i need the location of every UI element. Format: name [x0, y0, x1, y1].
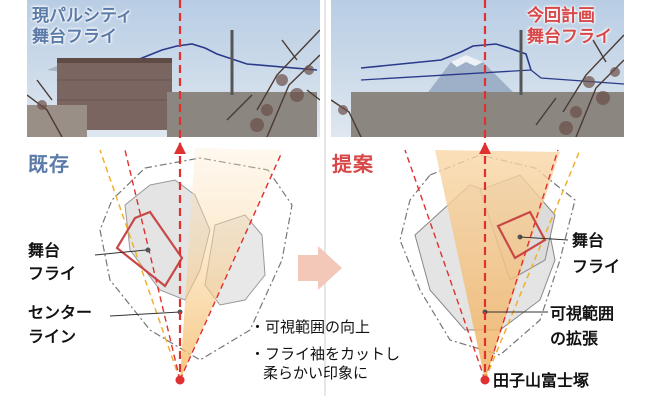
- visible-range-label-line1: 可視範囲: [550, 304, 615, 323]
- proposal-photo-label-line2: 舞台フライ: [527, 27, 612, 47]
- proposal-photo-label-line1: 今回計画: [527, 6, 595, 26]
- proposal-centerline-arrow: [479, 142, 491, 154]
- proposal-sightline-red-right: [484, 149, 559, 381]
- viewpoint-label: 田子山富士塚: [493, 371, 590, 390]
- proposal-sightline-red-left: [404, 149, 486, 381]
- proposal-section-title: 提案: [332, 152, 374, 176]
- existing-photo-label-line2: 舞台フライ: [32, 27, 117, 47]
- centerline-label-line2: ライン: [28, 327, 77, 346]
- proposal-sightline-yellow: [484, 149, 581, 381]
- proposal-view-photo: [331, 0, 624, 137]
- note-flyloft-cut-line1: ・フライ袖をカットし: [250, 345, 401, 363]
- existing-sightline-red-right: [179, 151, 283, 381]
- note-visibility: ・可視範囲の向上: [250, 318, 371, 336]
- existing-flyloft-label-line2: フライ: [28, 264, 77, 283]
- existing-photo-label-line1: 現パルシティ: [32, 6, 133, 26]
- proposal-view-cone: [435, 150, 560, 380]
- proposal-viewpoint: [480, 375, 490, 385]
- existing-flyloft-label-line1: 舞台: [28, 241, 61, 260]
- centerline-label-line1: センター: [28, 303, 93, 322]
- visible-range-label-line2: の拡張: [550, 329, 599, 348]
- transition-arrow: [298, 246, 342, 290]
- existing-viewpoint: [175, 375, 185, 385]
- proposal-flyloft-label-line1: 舞台: [572, 231, 605, 250]
- existing-plan: [94, 148, 293, 381]
- proposal-flyloft-label-line2: フライ: [572, 257, 621, 276]
- existing-section-title: 既存: [28, 152, 70, 176]
- proposal-flyloft: [496, 210, 547, 260]
- existing-centerline-arrow: [174, 142, 186, 154]
- existing-flyloft: [115, 210, 184, 288]
- existing-view-photo: [27, 0, 320, 137]
- proposal-plan: [399, 149, 581, 381]
- note-flyloft-cut-line2: 柔らかい印象に: [263, 364, 369, 382]
